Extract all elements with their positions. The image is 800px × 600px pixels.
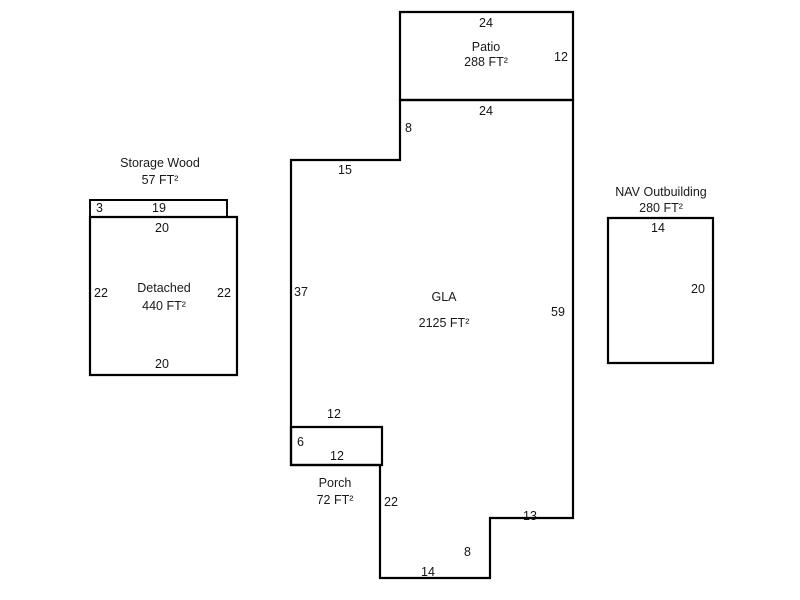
storage-wood-dim-left: 3	[96, 201, 103, 215]
detached-label: Detached	[137, 281, 191, 295]
nav-dim-right: 20	[691, 282, 705, 296]
detached-dim-bottom: 20	[155, 357, 169, 371]
gla-dim-lower-left: 22	[384, 495, 398, 509]
gla-dim-porch-top: 12	[327, 407, 341, 421]
porch-area: 72 FT²	[316, 493, 354, 507]
porch-outline	[289, 425, 384, 467]
gla-dim-bottom: 14	[421, 565, 435, 579]
nav-dim-top: 14	[651, 221, 665, 235]
nav-outbuilding-label: NAV Outbuilding	[615, 185, 707, 199]
nav-outbuilding-outline	[606, 216, 715, 365]
gla-area: 2125 FT²	[418, 316, 470, 330]
porch-label: Porch	[318, 476, 352, 490]
porch-dim-bottom: 12	[330, 449, 344, 463]
storage-wood-dim-top: 19	[152, 201, 166, 215]
nav-outbuilding-area: 280 FT²	[639, 201, 683, 215]
storage-wood-area: 57 FT²	[141, 173, 179, 187]
patio-outline	[398, 10, 575, 102]
gla-dim-top-left: 15	[338, 163, 352, 177]
detached-dim-right: 22	[217, 286, 231, 300]
gla-dim-right: 59	[551, 305, 565, 319]
gla-label: GLA	[431, 290, 457, 304]
detached-area: 440 FT²	[142, 299, 186, 313]
gla-dim-step-side: 8	[464, 545, 471, 559]
detached-dim-top: 20	[155, 221, 169, 235]
storage-wood-label: Storage Wood	[120, 156, 200, 170]
gla-dim-notch: 8	[405, 121, 412, 135]
gla-dim-left: 37	[294, 285, 308, 299]
detached-outline	[88, 215, 239, 377]
porch-dim-left: 6	[297, 435, 304, 449]
patio-label: Patio	[471, 40, 501, 54]
gla-dim-step-top: 13	[523, 509, 537, 523]
patio-dim-right: 12	[554, 50, 568, 64]
detached-dim-left: 22	[94, 286, 108, 300]
patio-dim-top: 24	[479, 16, 493, 30]
patio-area: 288 FT²	[464, 55, 508, 69]
patio-dim-bottom: 24	[479, 104, 493, 118]
